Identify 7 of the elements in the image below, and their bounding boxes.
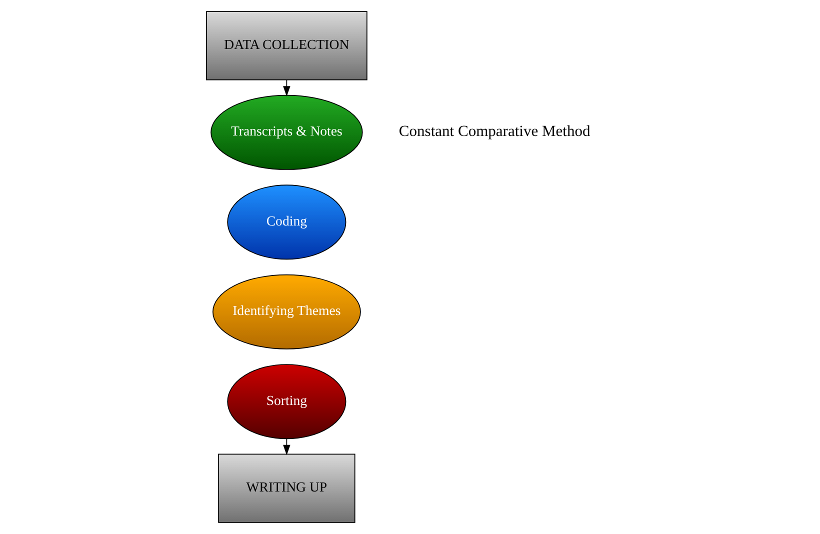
node-ellipse: Transcripts & Notes — [210, 94, 362, 170]
node-ellipse: Sorting — [226, 364, 346, 440]
node-box: DATA COLLECTION — [206, 11, 367, 80]
node-box: WRITING UP — [218, 454, 355, 523]
node-ellipse: Identifying Themes — [212, 274, 360, 350]
node-ellipse: Coding — [226, 184, 346, 260]
label: Constant Comparative Method — [398, 123, 590, 140]
